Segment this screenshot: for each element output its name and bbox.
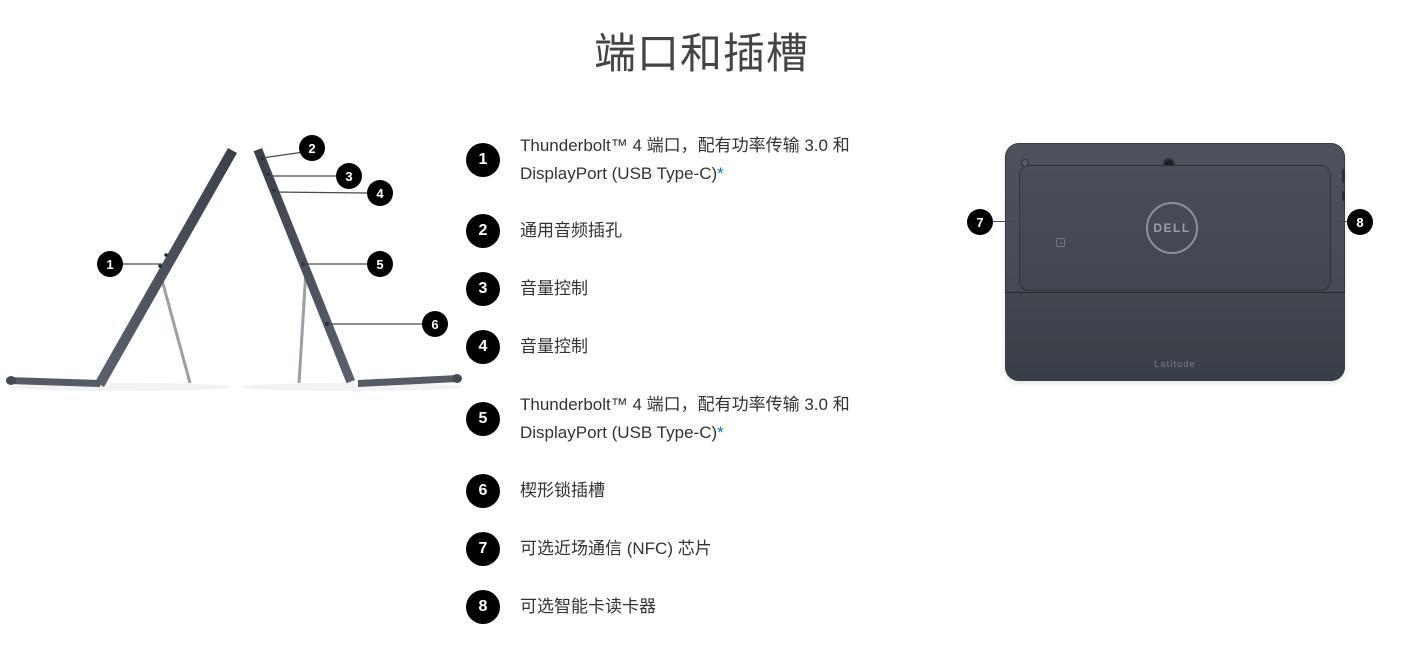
legend-item-5: 5 Thunderbolt™ 4 端口，配有功率传输 3.0 和 Display…: [466, 395, 920, 447]
legend-badge-6: 6: [466, 474, 500, 508]
latitude-wordmark: Latitude: [1154, 359, 1196, 369]
kickstand-a: [160, 279, 192, 384]
legend-label: 可选近场通信 (NFC) 芯片: [520, 539, 712, 558]
legend-label: 音量控制: [520, 337, 588, 356]
leader-7: [993, 221, 1040, 222]
legend-badge-7: 7: [466, 532, 500, 566]
keyboard-b-fold: [452, 374, 462, 383]
callout-badge-7: 7: [967, 209, 993, 235]
callout-badge-4: 4: [367, 180, 393, 206]
legend-label: 音量控制: [520, 279, 588, 298]
legend-badge-3: 3: [466, 272, 500, 306]
side-views-svg: [6, 148, 464, 391]
shadow-right: [240, 383, 464, 391]
legend-item-4: 4 音量控制: [466, 330, 920, 364]
footnote-asterisk: *: [717, 423, 724, 442]
callout-badge-6: 6: [422, 311, 448, 337]
legend-label: Thunderbolt™ 4 端口，配有功率传输 3.0 和 DisplayPo…: [520, 136, 850, 183]
legend-text-1: Thunderbolt™ 4 端口，配有功率传输 3.0 和 DisplayPo…: [520, 132, 920, 188]
legend-item-7: 7 可选近场通信 (NFC) 芯片: [466, 532, 920, 566]
tablet-kickstand: Latitude: [1005, 292, 1345, 381]
legend-text-8: 可选智能卡读卡器: [520, 593, 920, 621]
legend-badge-5: 5: [466, 402, 500, 436]
legend-badge-2: 2: [466, 214, 500, 248]
legend-label: 楔形锁插槽: [520, 481, 605, 500]
legend-item-2: 2 通用音频插孔: [466, 214, 920, 248]
device-a-body: [95, 148, 237, 387]
legend-text-4: 音量控制: [520, 333, 920, 361]
port-a-1: [158, 264, 162, 268]
legend-item-1: 1 Thunderbolt™ 4 端口，配有功率传输 3.0 和 Display…: [466, 136, 920, 188]
callout-badge-2: 2: [299, 135, 325, 161]
legend-text-5: Thunderbolt™ 4 端口，配有功率传输 3.0 和 DisplayPo…: [520, 391, 920, 447]
legend-badge-4: 4: [466, 330, 500, 364]
leader-4: [271, 191, 368, 194]
port-a-2: [164, 253, 168, 257]
leader-8: [1320, 221, 1347, 222]
keyboard-a-fold: [6, 376, 16, 385]
legend-text-6: 楔形锁插槽: [520, 477, 920, 505]
legend-text-7: 可选近场通信 (NFC) 芯片: [520, 535, 920, 563]
legend-text-2: 通用音频插孔: [520, 217, 920, 245]
footnote-asterisk: *: [717, 164, 724, 183]
leader-2: [261, 151, 305, 159]
page-title: 端口和插槽: [593, 30, 809, 77]
keyboard-a: [8, 377, 100, 387]
legend-label: 可选智能卡读卡器: [520, 597, 656, 616]
smartcard-slot-mark: [1342, 169, 1345, 183]
callout-badge-8: 8: [1347, 209, 1373, 235]
legend-label: Thunderbolt™ 4 端口，配有功率传输 3.0 和 DisplayPo…: [520, 395, 850, 442]
device-side-views-image: [0, 130, 465, 395]
kickstand-b: [297, 269, 308, 384]
callout-badge-3: 3: [336, 163, 362, 189]
callout-badge-5: 5: [367, 251, 393, 277]
keyboard-b: [358, 375, 458, 387]
callout-badge-1: 1: [97, 251, 123, 277]
nfc-mark-icon: [1056, 238, 1065, 247]
tablet-back-view-image: DELL Latitude: [1005, 143, 1345, 381]
legend-label: 通用音频插孔: [520, 221, 622, 240]
legend-item-6: 6 楔形锁插槽: [466, 474, 920, 508]
side-slot-mark: [1342, 191, 1345, 201]
legend-badge-1: 1: [466, 143, 500, 177]
legend-badge-8: 8: [466, 590, 500, 624]
dell-logo: DELL: [1146, 202, 1198, 254]
legend-item-3: 3 音量控制: [466, 272, 920, 306]
legend-item-8: 8 可选智能卡读卡器: [466, 590, 920, 624]
legend-text-3: 音量控制: [520, 275, 920, 303]
